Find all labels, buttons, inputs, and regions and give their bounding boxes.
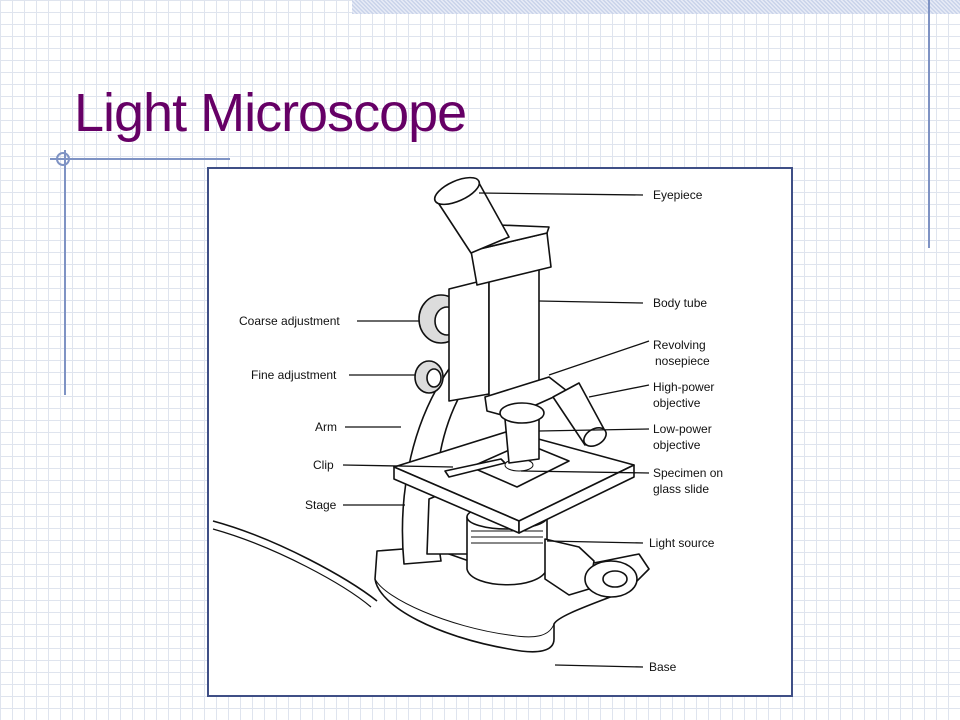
label-revolving-nosepiece-1: Revolving	[653, 338, 706, 352]
label-low-power-2: objective	[653, 438, 701, 452]
stage-clip	[444, 458, 506, 478]
top-decor-band	[352, 0, 960, 14]
glass-slide	[470, 442, 570, 488]
label-coarse-adjustment: Coarse adjustment	[239, 314, 340, 328]
label-light-source: Light source	[649, 536, 715, 550]
title-underline	[50, 158, 230, 160]
label-high-power-1: High-power	[653, 380, 714, 394]
label-stage: Stage	[305, 498, 337, 512]
label-clip: Clip	[313, 458, 334, 472]
base-edge	[374, 578, 555, 638]
microscope-illustration	[212, 176, 650, 653]
condenser-ridges	[471, 530, 543, 544]
slide-title: Light Microscope	[74, 83, 467, 143]
label-base: Base	[649, 660, 677, 674]
light-ring-hole	[602, 570, 628, 588]
fine-knob-face	[426, 368, 442, 388]
left-decor-line	[64, 150, 66, 395]
label-high-power-2: objective	[653, 396, 701, 410]
eyepiece-lens	[433, 176, 481, 206]
label-revolving-nosepiece-2: nosepiece	[655, 354, 710, 368]
diagram-labels: Eyepiece Body tube Revolving nosepiece H…	[239, 188, 723, 674]
label-eyepiece: Eyepiece	[653, 188, 703, 202]
power-cord	[212, 520, 378, 602]
body-tube	[488, 268, 540, 398]
diagram-frame: Eyepiece Body tube Revolving nosepiece H…	[207, 167, 793, 697]
body-tube-housing	[448, 278, 490, 402]
right-decor-line	[928, 0, 930, 248]
label-low-power-1: Low-power	[653, 422, 712, 436]
stage-side-face	[518, 464, 635, 534]
label-body-tube: Body tube	[653, 296, 707, 310]
label-specimen-1: Specimen on	[653, 466, 723, 480]
microscope-diagram: Eyepiece Body tube Revolving nosepiece H…	[212, 176, 723, 674]
title-ornament-circle	[56, 152, 70, 166]
low-power-collar	[499, 402, 545, 424]
leader-lines	[342, 192, 650, 668]
label-specimen-2: glass slide	[653, 482, 709, 496]
power-cord-inner	[212, 528, 372, 608]
label-fine-adjustment: Fine adjustment	[251, 368, 337, 382]
label-arm: Arm	[315, 420, 337, 434]
